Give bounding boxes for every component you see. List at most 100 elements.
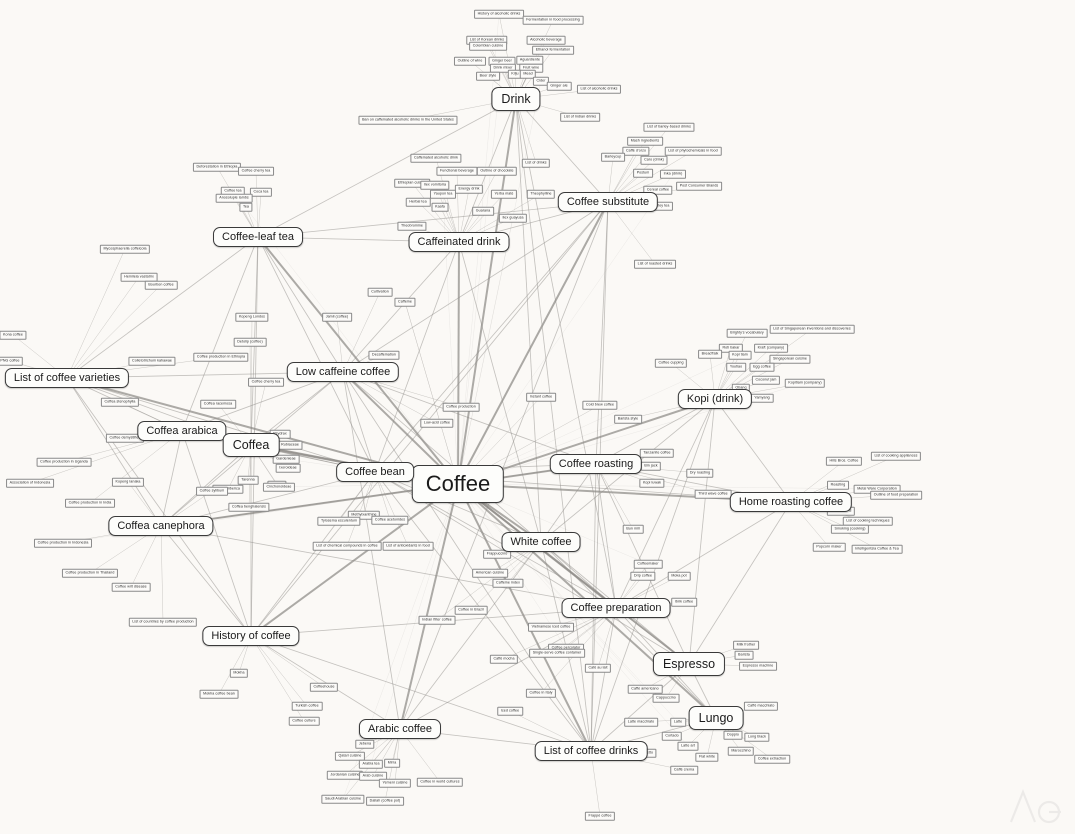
- graph-node-leaf[interactable]: Post Consumer Brands: [676, 181, 722, 191]
- graph-node-leaf[interactable]: Doppio: [723, 730, 743, 740]
- graph-node-leaf[interactable]: Roasting: [827, 480, 849, 490]
- graph-node-leaf[interactable]: Coconut jam: [751, 375, 781, 385]
- graph-node-leaf[interactable]: Kaafa: [431, 202, 449, 212]
- graph-node-leaf[interactable]: Mokha: [229, 668, 249, 678]
- graph-node-leaf[interactable]: Kopi luwak: [639, 478, 665, 488]
- graph-node-leaf[interactable]: Barista: [734, 650, 754, 660]
- graph-node-leaf[interactable]: Dallah (coffee pot): [366, 796, 404, 806]
- graph-node-leaf[interactable]: Mokha coffee bean: [199, 689, 239, 699]
- graph-node-leaf[interactable]: Outline of chocolate: [476, 166, 518, 176]
- graph-node-leaf[interactable]: List of alcoholic drinks: [576, 84, 622, 94]
- graph-node-leaf[interactable]: Herbal tea: [405, 197, 431, 207]
- graph-node-leaf[interactable]: Deforestation in Ethiopia: [192, 162, 242, 172]
- graph-node-leaf[interactable]: Mash ingredients: [627, 136, 663, 146]
- graph-node-leaf[interactable]: Ilex vomitoria: [420, 180, 450, 190]
- graph-node-leaf[interactable]: Detolip (coffee): [233, 337, 267, 347]
- graph-node-leaf[interactable]: Espresso machine: [739, 661, 777, 671]
- graph-node-leaf[interactable]: Cappuccino: [652, 693, 680, 703]
- graph-node-leaf[interactable]: Yemeni cuisine: [378, 778, 412, 788]
- graph-node-leaf[interactable]: List of drinks: [521, 158, 551, 168]
- graph-node-leaf[interactable]: Arabia tea: [358, 759, 384, 769]
- graph-node-leaf[interactable]: Tanzanite coffee: [639, 448, 675, 458]
- graph-node-leaf[interactable]: Coffee sylibum: [196, 486, 228, 496]
- graph-node-leaf[interactable]: Beer style: [476, 71, 500, 81]
- graph-node-leaf[interactable]: List of antioxidants in food: [382, 541, 434, 551]
- graph-node-leaf[interactable]: Rubiaceae: [277, 440, 303, 450]
- graph-node-leaf[interactable]: List of chemical compounds in coffee: [312, 541, 382, 551]
- graph-node-leaf[interactable]: Caffè mocha: [489, 654, 519, 664]
- graph-node-hub-coffee-roasting[interactable]: Coffee roasting: [549, 454, 643, 474]
- graph-node-leaf[interactable]: Hemileia vastatrix: [120, 272, 158, 282]
- graph-node-leaf[interactable]: Tarenna: [237, 475, 259, 485]
- graph-node-leaf[interactable]: Third wave coffee: [694, 489, 732, 499]
- graph-node-hub-low-caffeine-coffee[interactable]: Low caffeine coffee: [286, 362, 400, 382]
- graph-node-leaf[interactable]: Caffeinated alcoholic drink: [410, 153, 462, 163]
- graph-node-leaf[interactable]: Theobromine: [397, 221, 427, 231]
- graph-node-leaf[interactable]: Energy drink: [454, 184, 484, 194]
- graph-node-leaf[interactable]: Outline of wine: [453, 56, 487, 66]
- graph-node-leaf[interactable]: Postum: [633, 168, 653, 178]
- graph-node-leaf[interactable]: Coffeehouse: [309, 682, 339, 692]
- graph-node-leaf[interactable]: Cinchonoideae: [262, 482, 296, 492]
- graph-node-hub-coffee-leaf-tea[interactable]: Coffee-leaf tea: [213, 227, 303, 247]
- graph-node-leaf[interactable]: Coffee in world cultures: [416, 777, 464, 787]
- graph-node-leaf[interactable]: Coffea racemosa: [200, 399, 236, 409]
- graph-node-leaf[interactable]: Coffee extraction: [754, 754, 790, 764]
- graph-node-leaf[interactable]: Ginger ale: [546, 81, 572, 91]
- graph-node-leaf[interactable]: Coffee production in Uganda: [36, 457, 92, 467]
- graph-node-leaf[interactable]: Caffè macchiato: [743, 701, 779, 711]
- graph-node-leaf[interactable]: Cultivation: [367, 287, 393, 297]
- graph-node-hub-coffee-preparation[interactable]: Coffee preparation: [561, 598, 671, 618]
- graph-node-leaf[interactable]: Kopeng Londos: [235, 312, 269, 322]
- graph-node-leaf[interactable]: List of Indian drinks: [560, 112, 600, 122]
- graph-node-leaf[interactable]: List of phytochemicals in food: [664, 146, 722, 156]
- graph-node-leaf[interactable]: PNG coffee: [0, 356, 24, 366]
- graph-node-hub-list-of-coffee-varieties[interactable]: List of coffee varieties: [4, 368, 130, 388]
- graph-node-leaf[interactable]: Association of Indonesia: [6, 478, 54, 488]
- graph-node-leaf[interactable]: Drink mixer: [489, 63, 517, 73]
- graph-node-leaf[interactable]: American cuisine: [472, 568, 508, 578]
- graph-node-leaf[interactable]: List of barley-based drinks: [643, 122, 695, 132]
- graph-node-leaf[interactable]: Latte: [670, 717, 686, 727]
- graph-node-leaf[interactable]: Brighty's vocabulary: [726, 328, 768, 338]
- graph-node-leaf[interactable]: Egg coffee: [749, 362, 775, 372]
- graph-node-leaf[interactable]: Kraft (company): [754, 343, 788, 353]
- graph-node-leaf[interactable]: Bin jack: [640, 461, 662, 471]
- graph-node-leaf[interactable]: Cereal coffee: [643, 185, 673, 195]
- graph-node-leaf[interactable]: Iced coffee: [497, 706, 523, 716]
- graph-node-leaf[interactable]: Colletotrichum kahawae: [128, 356, 176, 366]
- graph-node-leaf[interactable]: List of Singaporean inventions and disco…: [769, 324, 855, 334]
- graph-node-leaf[interactable]: Bun mill: [622, 524, 644, 534]
- graph-node-leaf[interactable]: Cider: [532, 76, 550, 86]
- graph-node-hub-caffeinated-drink[interactable]: Caffeinated drink: [408, 232, 510, 252]
- graph-node-hub-coffee[interactable]: Coffee: [411, 465, 505, 503]
- graph-node-leaf[interactable]: Saudi Arabian cuisine: [321, 794, 365, 804]
- graph-node-leaf[interactable]: Coffea benghalensis: [228, 502, 270, 512]
- graph-node-leaf[interactable]: Long black: [744, 732, 770, 742]
- graph-node-leaf[interactable]: Milk frother: [733, 640, 759, 650]
- graph-node-leaf[interactable]: Dry roasting: [686, 468, 714, 478]
- graph-node-leaf[interactable]: Hills Bros. Coffee: [825, 456, 863, 466]
- graph-node-leaf[interactable]: Jebena: [355, 739, 375, 749]
- graph-node-hub-drink[interactable]: Drink: [491, 87, 541, 111]
- graph-node-leaf[interactable]: Coffee culture: [288, 716, 320, 726]
- graph-node-leaf[interactable]: Drip coffee: [630, 571, 656, 581]
- graph-node-leaf[interactable]: Kopitiam (company): [784, 378, 826, 388]
- graph-node-leaf[interactable]: Coffee production: [442, 402, 480, 412]
- graph-node-leaf[interactable]: Caffeine index: [492, 578, 524, 588]
- graph-node-leaf[interactable]: Outline of food preparation: [870, 490, 922, 500]
- graph-node-hub-lungo[interactable]: Lungo: [688, 706, 744, 730]
- graph-node-leaf[interactable]: Café au lait: [584, 663, 612, 673]
- graph-node-leaf[interactable]: Alcoholic beverage: [526, 35, 566, 45]
- graph-node-hub-history-of-coffee[interactable]: History of coffee: [202, 626, 300, 646]
- graph-node-leaf[interactable]: Frappuccino: [483, 549, 511, 559]
- graph-node-leaf[interactable]: Qatari cuisine: [334, 751, 366, 761]
- graph-node-leaf[interactable]: List of roasted drinks: [634, 259, 676, 269]
- graph-node-hub-kopi-drink[interactable]: Kopi (drink): [677, 389, 753, 409]
- graph-node-leaf[interactable]: Cold brew coffee: [582, 400, 618, 410]
- graph-node-leaf[interactable]: Coffee production in Indonesia: [33, 538, 93, 548]
- graph-node-leaf[interactable]: Jordanian cuisine: [326, 770, 364, 780]
- graph-node-leaf[interactable]: Indian filter coffee: [418, 615, 456, 625]
- graph-node-leaf[interactable]: Cortado: [661, 731, 683, 741]
